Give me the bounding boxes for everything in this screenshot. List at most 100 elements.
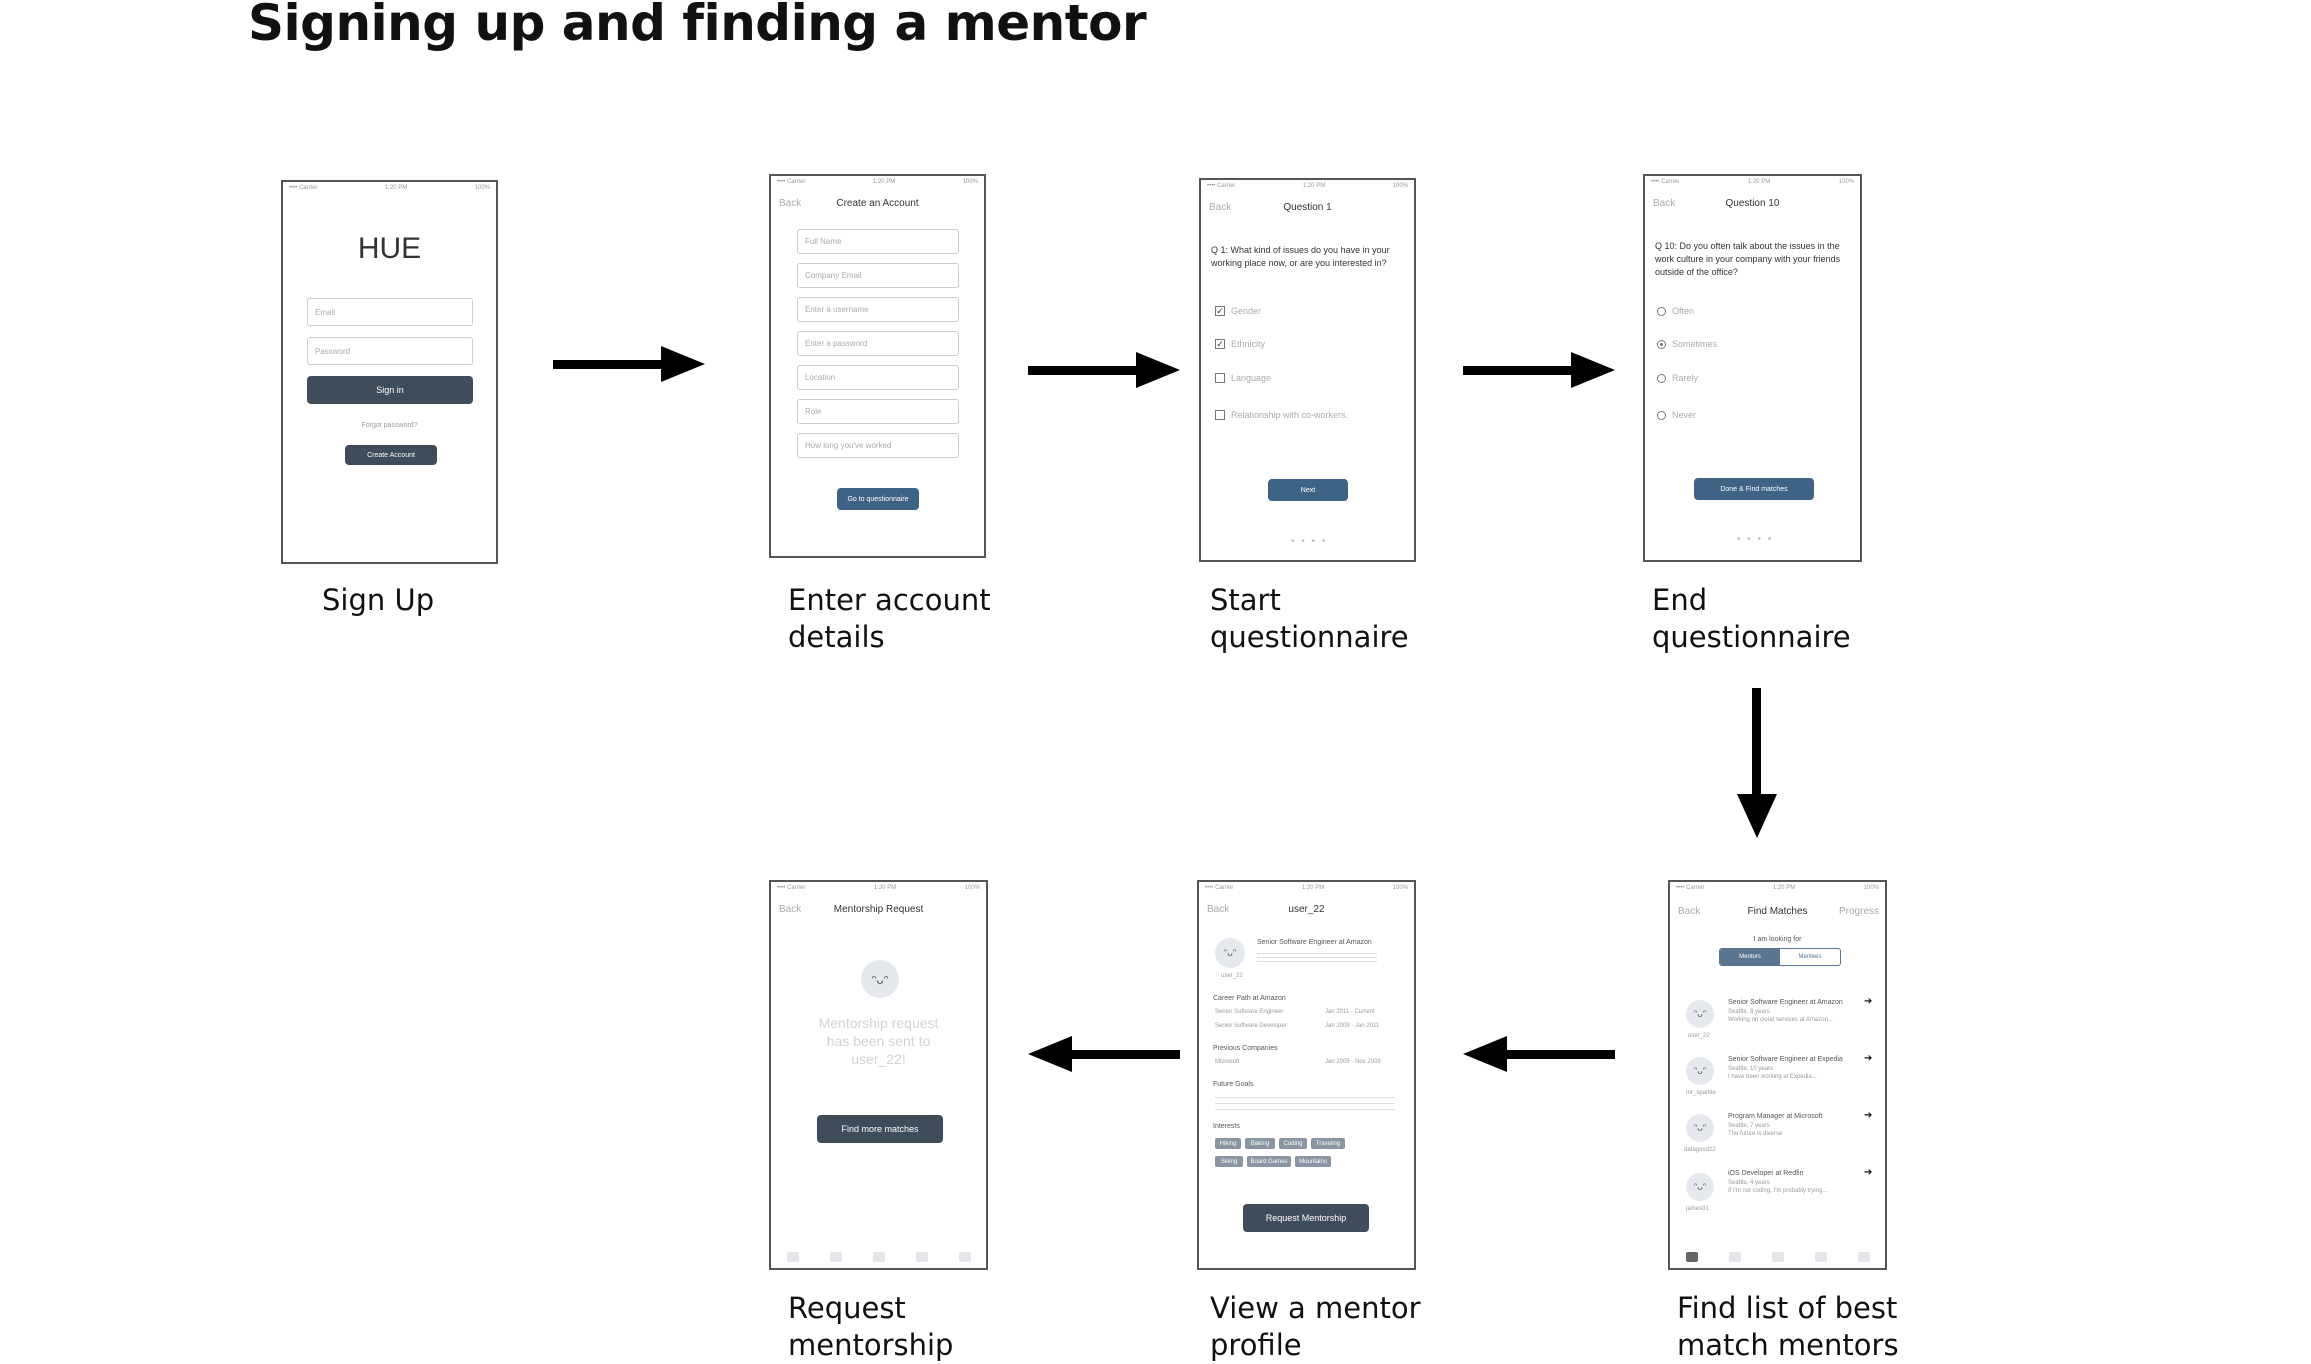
tab-icon[interactable] [872,1252,885,1262]
arrow-left-icon [1028,1036,1180,1072]
option-relationship[interactable]: Relationship with co-workers. [1215,410,1348,420]
radio-icon[interactable] [1657,306,1666,316]
option-language[interactable]: Language [1215,373,1271,383]
nav-title: Question 1 [1283,201,1332,213]
go-to-questionnaire-button[interactable]: Go to questionnaire [837,488,919,510]
future-goals-heading: Future Goals [1213,1081,1254,1088]
arrow-right-icon[interactable]: ➔ [1864,1167,1873,1178]
list-item[interactable]: ᵔᴗᵔ james01 iOS Developer at Redfin Seat… [1670,1167,1885,1219]
checkbox-checked-icon[interactable]: ✓ [1215,339,1225,349]
request-mentorship-button[interactable]: Request Mentorship [1243,1204,1369,1232]
interest-tag: Mountains [1295,1156,1331,1167]
account-screen: •••• Carrier 1:20 PM 100% Back Create an… [769,174,986,558]
back-button[interactable]: Back [779,197,802,209]
radio-icon[interactable] [1657,410,1666,420]
password-field[interactable]: Password [307,337,473,365]
page-dots: • • • • [1737,534,1774,545]
tab-icon[interactable] [1685,1252,1698,1262]
mentor-mentee-toggle[interactable]: Mentors Mentees [1719,948,1841,966]
list-item[interactable]: ᵔᴗᵔ user_22 Senior Software Engineer at … [1670,994,1885,1046]
progress-button[interactable]: Progress [1838,905,1879,917]
back-button[interactable]: Back [1653,197,1676,209]
caption-line: details [788,620,885,654]
list-item[interactable]: ᵔᴗᵔ mr_sparkle Senior Software Engineer … [1670,1051,1885,1103]
tab-bar [1670,1246,1885,1268]
forgot-password-link[interactable]: Forgot password? [361,422,418,429]
match-title: Senior Software Engineer at Expedia [1728,1056,1843,1063]
tab-icon[interactable] [829,1252,842,1262]
tab-icon[interactable] [958,1252,971,1262]
match-subtitle: Seattle, 7 years [1728,1123,1770,1129]
nav-bar: Back user_22 [1199,896,1414,922]
match-description: Working on cloud services at Amazon... [1728,1017,1833,1023]
avatar: ᵔᴗᵔ [861,960,899,998]
radio-selected-icon[interactable] [1657,339,1666,349]
segment-mentors[interactable]: Mentors [1720,949,1780,965]
done-find-matches-button[interactable]: Done & Find matches [1694,478,1814,500]
status-time: 1:20 PM [1747,179,1771,185]
avatar: ᵔᴗᵔ [1215,938,1245,968]
caption-line: questionnaire [1210,620,1409,654]
question1-screen: •••• Carrier 1:20 PM 100% Back Question … [1199,178,1416,562]
caption-line: Enter account [788,583,991,617]
arrow-right-icon[interactable]: ➔ [1864,1110,1873,1121]
interest-tag: Board Games [1247,1156,1291,1167]
email-field[interactable]: Email [307,298,473,326]
arrow-right-icon[interactable]: ➔ [1864,996,1873,1007]
tab-icon[interactable] [1857,1252,1870,1262]
arrow-right-icon[interactable]: ➔ [1864,1053,1873,1064]
option-label: Often [1672,306,1695,316]
next-button[interactable]: Next [1268,479,1348,501]
option-gender[interactable]: ✓ Gender [1215,306,1261,316]
option-sometimes[interactable]: Sometimes [1657,339,1717,349]
caption-request: Request mentorship [788,1290,953,1364]
status-bar: •••• Carrier 1:20 PM 100% [1645,176,1860,188]
company-email-field[interactable]: Company Email [797,263,959,288]
segment-mentees[interactable]: Mentees [1798,954,1822,960]
tab-icon[interactable] [915,1252,928,1262]
nav-title: Create an Account [836,197,919,209]
option-often[interactable]: Often [1657,306,1694,316]
mentorship-request-screen: •••• Carrier 1:20 PM 100% Back Mentorshi… [769,880,988,1270]
tab-icon[interactable] [786,1252,799,1262]
previous-companies-heading: Previous Companies [1213,1045,1278,1052]
sign-in-button[interactable]: Sign in [307,376,473,404]
page-title: Signing up and finding a mentor [248,0,1147,52]
avatar: ᵔᴗᵔ [1686,1114,1714,1142]
username-label: datagood22 [1684,1147,1716,1153]
career-heading: Career Path at Amazon [1213,995,1286,1002]
back-button[interactable]: Back [1207,903,1230,915]
checkbox-icon[interactable] [1215,373,1225,383]
password-field[interactable]: Enter a password [797,331,959,356]
find-more-matches-button[interactable]: Find more matches [817,1115,943,1143]
username-field[interactable]: Enter a username [797,297,959,322]
back-button[interactable]: Back [1209,201,1232,213]
tab-icon[interactable] [1728,1252,1741,1262]
checkbox-checked-icon[interactable]: ✓ [1215,306,1225,316]
work-duration-field[interactable]: How long you've worked [797,433,959,458]
full-name-field[interactable]: Full Name [797,229,959,254]
status-battery: 100% [1838,179,1854,185]
create-account-button[interactable]: Create Account [345,445,437,465]
caption-signup: Sign Up [322,582,434,619]
signup-screen: •••• Carrier 1:20 PM 100% HUE Email Pass… [281,180,498,564]
back-button[interactable]: Back [1678,905,1701,917]
caption-q1: Start questionnaire [1210,582,1409,656]
status-battery: 100% [1392,183,1408,189]
career-role: Senior Software Engineer [1215,1009,1284,1015]
back-button[interactable]: Back [779,903,802,915]
option-rarely[interactable]: Rarely [1657,373,1698,383]
status-carrier: •••• Carrier [1676,885,1705,891]
role-field[interactable]: Role [797,399,959,424]
message-line: Mentorship request [818,1015,939,1031]
location-field[interactable]: Location [797,365,959,390]
radio-icon[interactable] [1657,373,1666,383]
tab-icon[interactable] [1814,1252,1827,1262]
list-item[interactable]: ᵔᴗᵔ datagood22 Program Manager at Micros… [1670,1108,1885,1160]
avatar: ᵔᴗᵔ [1686,1057,1714,1085]
tab-icon[interactable] [1771,1252,1784,1262]
request-sent-message: Mentorship request has been sent to user… [771,1014,986,1068]
option-never[interactable]: Never [1657,410,1696,420]
checkbox-icon[interactable] [1215,410,1225,420]
option-ethnicity[interactable]: ✓ Ethnicity [1215,339,1265,349]
